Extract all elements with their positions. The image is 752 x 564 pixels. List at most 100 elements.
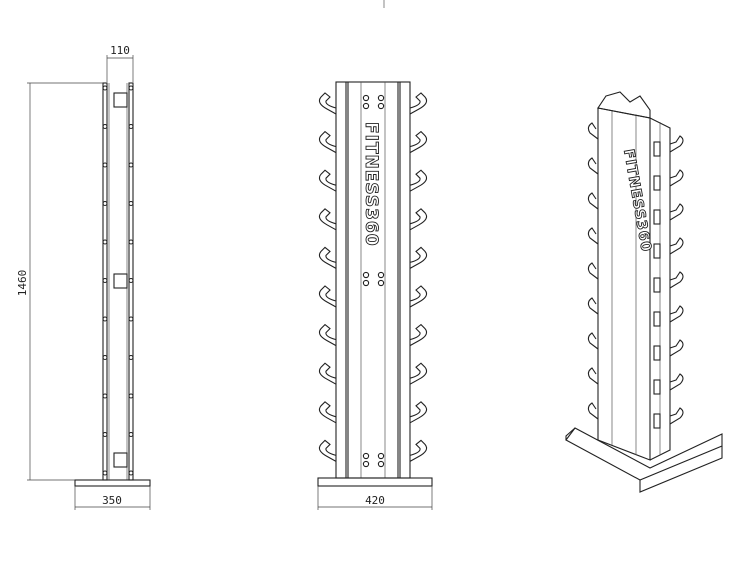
hole-icon: [377, 94, 385, 102]
hook-right: [409, 401, 428, 424]
hook-left: [318, 323, 337, 347]
side-base-plate: [74, 479, 151, 487]
iso-hook-base: [653, 141, 661, 157]
dim-label-1460: 1460: [16, 270, 29, 297]
iso-hook-base: [653, 209, 661, 225]
hook-left: [318, 169, 337, 192]
iso-top: [597, 91, 651, 119]
bolt-icon: [102, 162, 108, 168]
bolt-icon: [128, 354, 134, 361]
iso-hook-base: [653, 345, 661, 361]
hook-right: [409, 246, 428, 269]
iso-hook-right: [669, 135, 684, 153]
hole-icon: [377, 271, 385, 279]
iso-hook-base: [653, 379, 661, 395]
iso-logo: FITNESS360: [620, 148, 654, 254]
bolt-icon: [128, 431, 134, 438]
iso-hook-base: [653, 277, 661, 293]
hook-right: [409, 169, 428, 192]
bolt-icon: [102, 316, 108, 322]
iso-hook-right: [669, 237, 684, 255]
front-base-plate: [317, 477, 433, 487]
hole-icon: [362, 279, 370, 287]
hook-left: [318, 130, 337, 154]
side-view: 110 1460 350: [16, 44, 151, 510]
iso-hook-left: [587, 122, 599, 140]
bolt-icon: [128, 200, 134, 207]
hook-right: [409, 92, 428, 115]
front-logo: FITNESS360: [361, 122, 381, 247]
iso-base-plate: [565, 427, 723, 481]
iso-hook-left: [587, 192, 599, 210]
hole-icon: [362, 452, 370, 460]
iso-hook-right: [669, 339, 684, 357]
bolt-icon: [102, 123, 108, 130]
hook-right: [409, 285, 428, 308]
iso-hook-left: [587, 332, 599, 350]
hole-icon: [377, 452, 385, 460]
iso-hook-right: [669, 407, 684, 425]
hook-left: [318, 246, 337, 269]
bolt-icon: [102, 277, 108, 284]
hook-right: [409, 323, 428, 347]
iso-hook-left: [587, 262, 599, 280]
iso-hook-base: [653, 311, 661, 327]
bolt-icon: [102, 85, 108, 91]
iso-hook-left: [587, 367, 599, 385]
hole-icon: [362, 94, 370, 102]
hole-icon: [377, 279, 385, 287]
iso-hook-right: [669, 169, 684, 187]
iso-view: FITNESS360: [565, 91, 723, 493]
bolt-icon: [102, 239, 108, 245]
bolt-icon: [128, 277, 134, 284]
dim-label-350: 350: [102, 494, 122, 507]
side-spacer-mid: [113, 273, 128, 289]
bolt-icon: [128, 316, 134, 322]
hook-left: [318, 439, 337, 462]
iso-hook-left: [587, 157, 599, 175]
iso-hook-base: [653, 175, 661, 191]
hook-left: [318, 285, 337, 308]
hole-icon: [377, 460, 385, 468]
iso-hook-right: [669, 305, 684, 323]
iso-hook-left: [587, 227, 599, 245]
side-spacer-top: [113, 92, 128, 108]
hook-right: [409, 208, 428, 231]
dimension-110: 110: [106, 44, 134, 82]
bolt-icon: [102, 393, 108, 399]
iso-hook-base: [653, 243, 661, 259]
bolt-icon: [102, 354, 108, 361]
dimension-420: 420: [317, 486, 433, 510]
dimension-1460: 1460: [16, 82, 103, 481]
iso-hook-right: [669, 271, 684, 289]
dim-label-110: 110: [110, 44, 130, 57]
iso-hook-right: [669, 203, 684, 221]
hook-right: [409, 362, 428, 385]
front-view: FITNESS360 420: [317, 81, 433, 510]
hole-icon: [362, 271, 370, 279]
hook-right: [409, 130, 428, 154]
hook-left: [318, 208, 337, 231]
bolt-icon: [102, 200, 108, 207]
hole-icon: [377, 102, 385, 110]
bolt-icon: [102, 431, 108, 438]
dim-label-420: 420: [365, 494, 385, 507]
iso-hook-base: [653, 413, 661, 429]
hook-left: [318, 92, 337, 115]
bolt-icon: [102, 470, 108, 476]
bolt-icon: [128, 85, 134, 91]
hook-left: [318, 362, 337, 385]
side-spacer-bottom: [113, 452, 128, 468]
bolt-icon: [128, 470, 134, 476]
bolt-icon: [128, 239, 134, 245]
bolt-icon: [128, 123, 134, 130]
iso-hook-left: [587, 297, 599, 315]
bolt-icon: [128, 393, 134, 399]
hook-left: [318, 401, 337, 424]
iso-hook-right: [669, 373, 684, 391]
hook-right: [409, 439, 428, 462]
bolt-icon: [128, 162, 134, 168]
iso-hook-left: [587, 402, 599, 420]
hole-icon: [362, 102, 370, 110]
